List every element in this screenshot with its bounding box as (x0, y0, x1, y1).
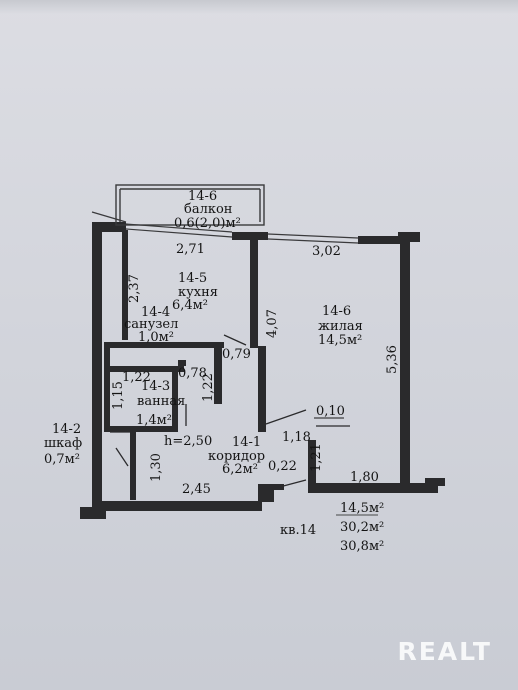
kitchen-name: кухня (178, 285, 218, 300)
balcony-outline (115, 184, 265, 226)
balcony-area: 0,6(2,0)м² (174, 216, 241, 231)
door-kitchen (223, 334, 247, 346)
dim-corridor-245: 2,45 (182, 482, 211, 497)
doors (110, 334, 350, 490)
kitchen-area: 6,4м² (172, 298, 208, 313)
dim-living-width: 3,02 (312, 244, 341, 259)
dim-bath-depth: 1,15 (111, 381, 126, 410)
wall-top-mid (232, 232, 268, 240)
dim-corridor-118: 1,18 (282, 430, 311, 445)
dim-kitchen-width: 2,71 (176, 242, 205, 257)
living-id: 14-6 (322, 304, 351, 319)
area-summary: кв.14 14,5м² 30,2м² 30,8м² (280, 501, 384, 554)
wall-top-right (358, 236, 402, 244)
wall-bath-top (104, 342, 224, 348)
realt-watermark: REALT (397, 637, 492, 666)
walls (80, 222, 445, 519)
page-edge-shadow (0, 0, 518, 14)
toilet-area: 1,0м² (138, 330, 174, 345)
wall-bottom-stub (270, 484, 284, 490)
dim-wall-010: 0,10 (316, 404, 345, 419)
toilet-id: 14-4 (141, 305, 170, 320)
dim-corridor-180: 1,80 (350, 470, 379, 485)
wall-partition-lower (258, 346, 266, 432)
wall-left-outer (92, 224, 102, 510)
door-living (265, 409, 307, 425)
bathroom-name: ванная (137, 394, 185, 409)
wall-right-stub (425, 478, 445, 486)
dim-bath-width: 1,22 (122, 370, 151, 385)
door-entrance (271, 479, 307, 490)
wall-closet-right (130, 432, 136, 500)
dim-living-partition: 4,07 (265, 309, 280, 338)
corridor-area: 6,2м² (222, 462, 258, 477)
wall-toilet-step (178, 360, 186, 366)
wall-top-left (92, 222, 126, 232)
corridor-name: коридор (208, 449, 265, 464)
wall-bath-bottom (110, 426, 174, 432)
closet-name: шкаф (44, 436, 82, 451)
wall-kitchen-left (122, 230, 128, 340)
door-closet (115, 447, 129, 467)
room-labels: 14-6 балкон 0,6(2,0)м² 14-5 кухня 6,4м² … (44, 189, 363, 477)
wall-bath-left (104, 342, 110, 432)
toilet-name: санузел (124, 317, 178, 332)
windows (91, 211, 359, 244)
balcony-id: 14-6 (188, 189, 217, 204)
ceiling-height: h=2,50 (164, 434, 212, 449)
wall-bath-right (172, 366, 178, 432)
wall-right-top (398, 232, 420, 242)
dim-living-depth: 5,36 (385, 345, 400, 374)
living-name: жилая (318, 319, 363, 334)
kitchen-id: 14-5 (178, 271, 207, 286)
wall-bottom-right (308, 483, 438, 493)
wall-toilet-right (214, 342, 222, 404)
dim-toilet-width: 0,78 (178, 366, 207, 381)
dimension-labels: 2,71 3,02 2,37 4,07 5,36 0,78 0,79 1,22 … (111, 242, 400, 497)
dim-kitchen-depth: 2,37 (127, 274, 142, 303)
closet-area: 0,7м² (44, 452, 80, 467)
wall-right-outer (400, 238, 410, 490)
dim-opening-079: 0,79 (222, 347, 251, 362)
bathroom-id: 14-3 (141, 379, 170, 394)
wall-bottom (92, 501, 262, 511)
wall-bath-inner (104, 366, 184, 372)
dim-toilet-depth: 1,22 (201, 373, 216, 402)
wall-corridor-right (308, 440, 316, 490)
summary-living-area: 14,5м² (340, 501, 384, 516)
dim-corridor-121: 1,21 (309, 443, 324, 472)
dim-corridor-022: 0,22 (268, 459, 297, 474)
living-area: 14,5м² (318, 333, 362, 348)
summary-total-area: 30,2м² (340, 520, 384, 535)
bathroom-area: 1,4м² (136, 413, 172, 428)
wall-partition-upper (250, 238, 258, 348)
closet-id: 14-2 (52, 422, 81, 437)
balcony-name: балкон (184, 202, 232, 217)
summary-total-with-balcony: 30,8м² (340, 539, 384, 554)
apartment-number: кв.14 (280, 523, 316, 538)
corridor-id: 14-1 (232, 435, 261, 450)
dim-closet-depth: 1,30 (149, 453, 164, 482)
